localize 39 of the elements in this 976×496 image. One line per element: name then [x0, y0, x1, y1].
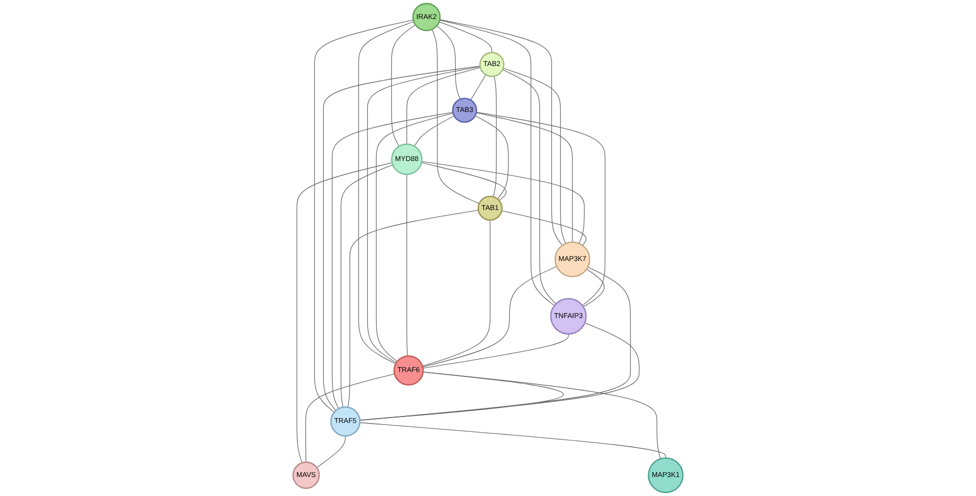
connector — [414, 116, 454, 147]
connector — [476, 112, 573, 242]
connector — [422, 220, 490, 366]
connector — [439, 20, 555, 306]
connector — [360, 266, 631, 421]
connector — [421, 162, 507, 201]
connector — [323, 66, 480, 411]
connector — [422, 372, 661, 460]
connector — [316, 436, 346, 468]
connector — [360, 322, 640, 421]
connector — [502, 68, 566, 244]
connector — [422, 334, 569, 368]
connector — [367, 66, 481, 364]
connector — [432, 29, 480, 204]
connector — [470, 74, 486, 100]
connector — [360, 422, 666, 458]
connector — [474, 115, 509, 200]
connector — [358, 21, 414, 364]
connector — [438, 21, 492, 53]
connector — [502, 69, 556, 304]
connector — [360, 372, 564, 421]
connector — [406, 67, 481, 144]
connector — [406, 174, 408, 356]
connector — [314, 20, 414, 413]
connector — [348, 210, 479, 408]
connector — [305, 374, 395, 463]
connector — [391, 24, 416, 147]
connector — [583, 268, 605, 308]
connector — [421, 161, 585, 244]
connector — [332, 112, 454, 409]
connector — [476, 112, 606, 306]
connector — [376, 112, 454, 362]
connector — [422, 266, 557, 368]
connector — [439, 19, 563, 246]
connector — [340, 164, 394, 408]
connector — [436, 25, 460, 100]
connector — [296, 162, 392, 464]
connector — [492, 76, 497, 198]
connector — [501, 210, 586, 246]
